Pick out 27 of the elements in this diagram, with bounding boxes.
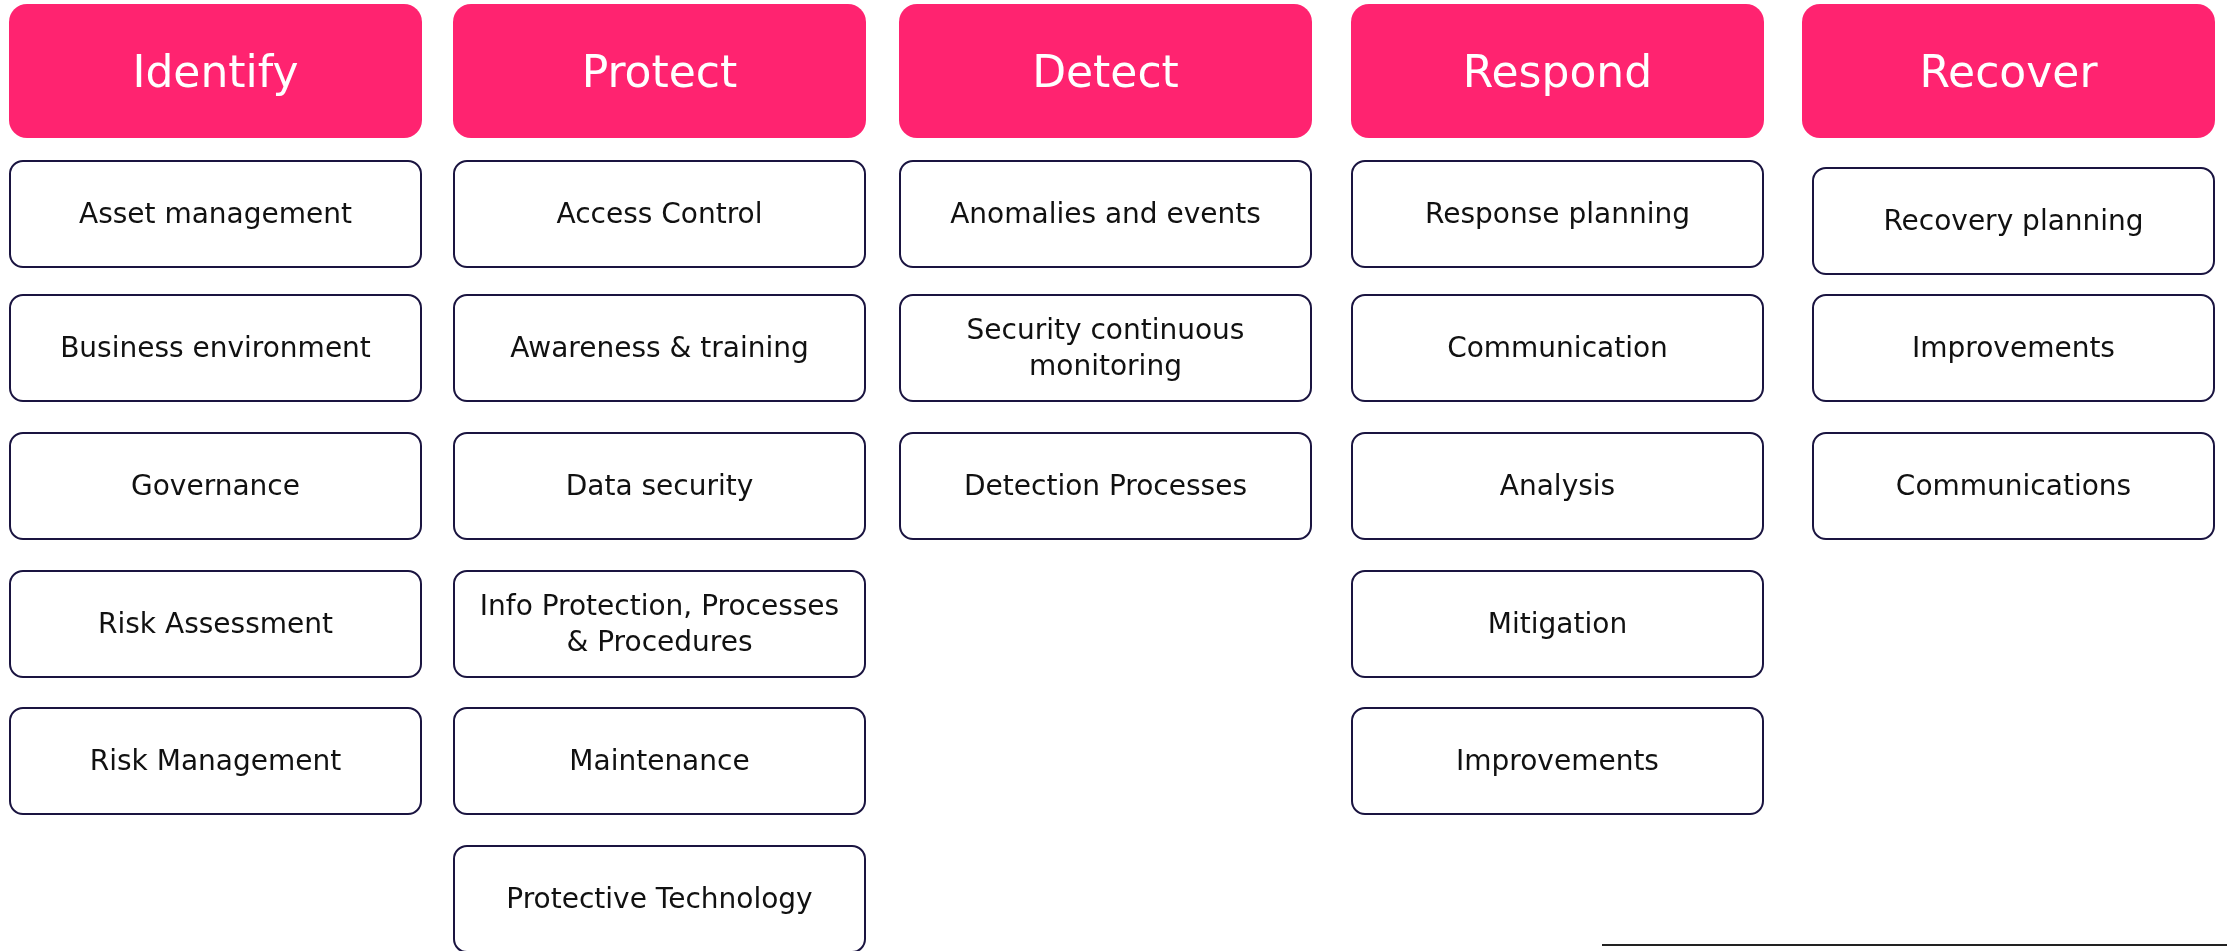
subcategory-box: Mitigation [1351, 570, 1764, 678]
subcategory-box: Risk Assessment [9, 570, 422, 678]
subcategory-box: Awareness & training [453, 294, 866, 402]
subcategory-box: Governance [9, 432, 422, 540]
subcategory-box: Improvements [1351, 707, 1764, 815]
category-header: Recover [1802, 4, 2215, 138]
subcategory-box: Response planning [1351, 160, 1764, 268]
category-header: Identify [9, 4, 422, 138]
subcategory-box: Communications [1812, 432, 2215, 540]
subcategory-box: Maintenance [453, 707, 866, 815]
subcategory-box: Risk Management [9, 707, 422, 815]
subcategory-box: Asset management [9, 160, 422, 268]
subcategory-box: Detection Processes [899, 432, 1312, 540]
subcategory-box: Access Control [453, 160, 866, 268]
subcategory-box: Analysis [1351, 432, 1764, 540]
subcategory-box: Improvements [1812, 294, 2215, 402]
category-header: Respond [1351, 4, 1764, 138]
subcategory-box: Communication [1351, 294, 1764, 402]
subcategory-box: Protective Technology [453, 845, 866, 951]
category-header: Protect [453, 4, 866, 138]
subcategory-box: Business environment [9, 294, 422, 402]
subcategory-box: Data security [453, 432, 866, 540]
category-header: Detect [899, 4, 1312, 138]
subcategory-box: Recovery planning [1812, 167, 2215, 275]
subcategory-box: Anomalies and events [899, 160, 1312, 268]
subcategory-box: Info Protection, Processes & Procedures [453, 570, 866, 678]
subcategory-box: Security continuous monitoring [899, 294, 1312, 402]
